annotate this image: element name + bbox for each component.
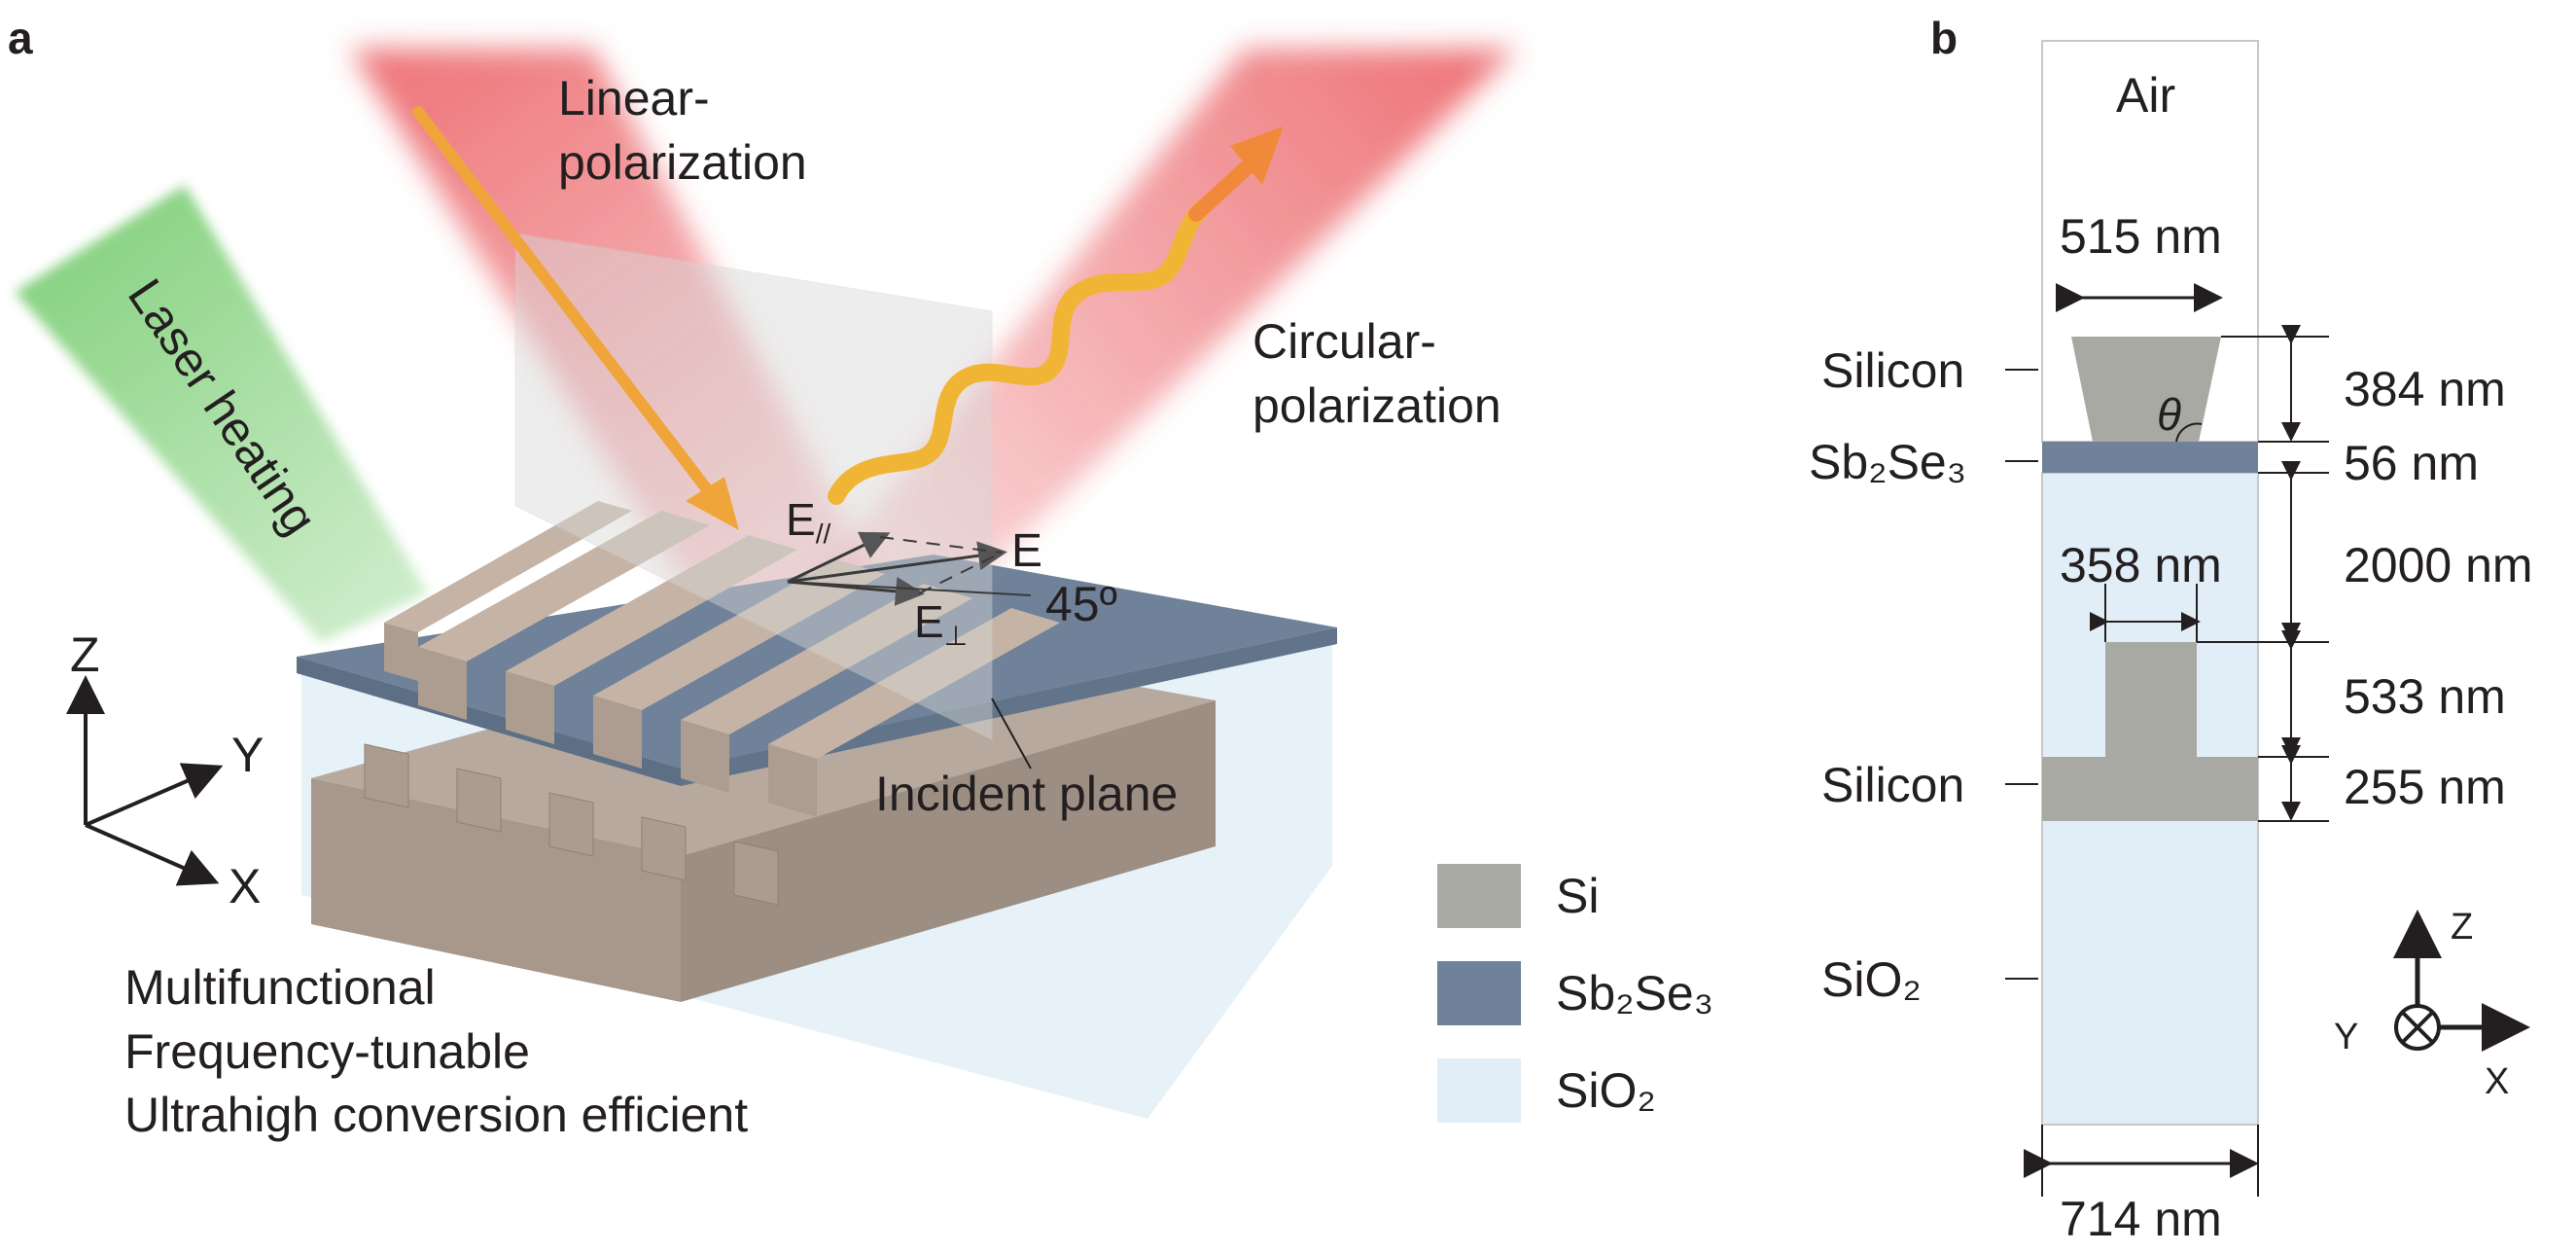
mid-width-label: 358 nm: [2060, 538, 2222, 592]
circular-wave: [828, 200, 1210, 505]
axis-a-x: X: [229, 859, 261, 913]
panel-a-label: a: [8, 13, 33, 63]
vertical-dims: [2197, 325, 2329, 822]
reflected-arrowhead: [1230, 126, 1284, 185]
silicon-bottom-label: Silicon: [1821, 758, 1964, 812]
legend-label-sio2: SiO₂: [1556, 1063, 1656, 1118]
dim-384: 384 nm: [2344, 362, 2506, 416]
incident-arrow: [412, 106, 725, 512]
axis-a-z: Z: [70, 627, 100, 682]
top-width-label: 515 nm: [2060, 209, 2222, 264]
angle-label: 45º: [1045, 577, 1117, 631]
sbse-label: Sb₂Se₃: [1809, 435, 1966, 489]
incident-plane-leader: [991, 698, 1032, 770]
legend-label-sbse: Sb₂Se₃: [1556, 966, 1713, 1020]
bottom-width-label: 714 nm: [2060, 1192, 2222, 1246]
circular-polarization-label: Circular-polarization: [1253, 314, 1501, 433]
legend-label-si: Si: [1556, 869, 1599, 923]
e-label: E: [1011, 525, 1042, 577]
silicon-top-label: Silicon: [1821, 343, 1964, 398]
air-label: Air: [2116, 68, 2175, 123]
theta-arc: [2175, 422, 2203, 443]
legend-swatch-sbse: [1437, 961, 1521, 1025]
axes-b: [2393, 910, 2530, 1052]
linear-polarization-label: Linear-polarization: [558, 71, 807, 190]
axis-a-y: Y: [231, 728, 264, 782]
laser-heating-beam: [15, 185, 428, 642]
dim-2000: 2000 nm: [2344, 538, 2533, 592]
lower-silicon-slab: [2042, 757, 2258, 821]
bottom-ridges: [364, 743, 779, 906]
feature-1: Multifunctional: [124, 960, 436, 1015]
feature-2: Frequency-tunable: [124, 1024, 530, 1079]
dim-56: 56 nm: [2344, 436, 2479, 490]
dim-533: 533 nm: [2344, 669, 2506, 724]
axis-b-y: Y: [2334, 1017, 2358, 1057]
e-parallel-label: E//: [786, 494, 830, 549]
axis-b-z: Z: [2451, 907, 2473, 948]
lower-silicon-ridge: [2105, 642, 2197, 757]
sio2-label: SiO₂: [1821, 952, 1922, 1007]
width-dims: [2024, 283, 2259, 1197]
material-leaders: [2005, 369, 2038, 980]
legend: Si Sb₂Se₃ SiO₂: [1437, 864, 1713, 1123]
panel-b-label: b: [1930, 13, 1958, 63]
dim-255: 255 nm: [2344, 760, 2506, 814]
top-silicon-trapezoid: [2071, 337, 2221, 442]
e-perp-label: E⊥: [914, 596, 968, 651]
top-ridges: [384, 501, 1060, 817]
axes-a: [66, 675, 224, 886]
reflected-arrow: [1188, 153, 1262, 222]
legend-swatch-si: [1437, 864, 1521, 928]
e-vectors: [787, 531, 1032, 606]
incident-plane: [514, 233, 993, 740]
legend-swatch-sio2: [1437, 1058, 1521, 1123]
theta-label: θ: [2157, 389, 2181, 440]
reflected-beam: [797, 49, 1517, 623]
feature-3: Ultrahigh conversion efficient: [124, 1088, 748, 1142]
incident-arrowhead: [686, 477, 739, 530]
axis-b-x: X: [2485, 1061, 2509, 1102]
sbse-strip: [2042, 442, 2258, 473]
incident-plane-label: Incident plane: [875, 767, 1178, 821]
